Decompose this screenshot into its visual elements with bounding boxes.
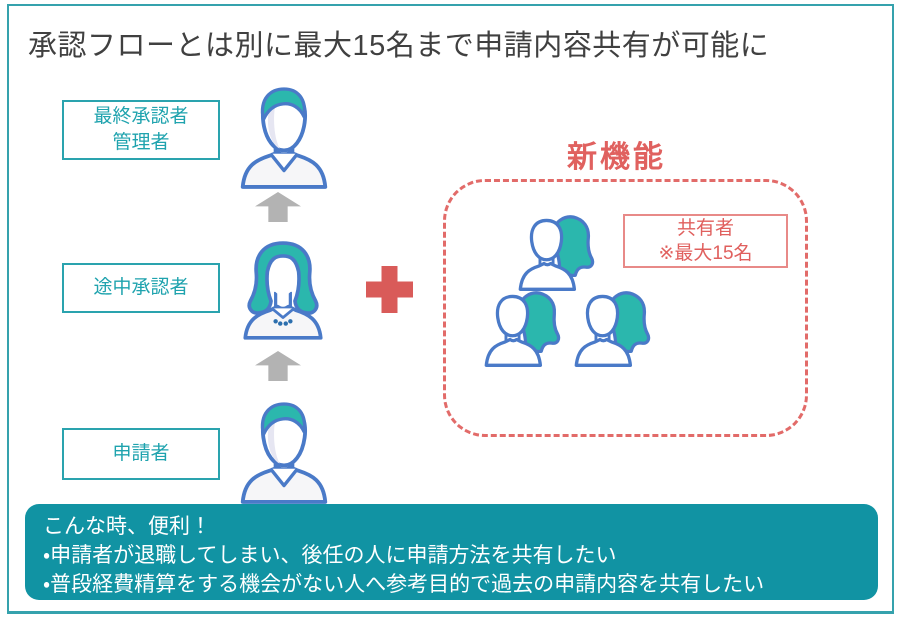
plus-icon [366,266,413,313]
people-pair-icon [484,291,561,367]
role-label: 申請者 [112,443,170,464]
benefit-heading: こんな時、便利！ [43,515,211,538]
role-box-applicant: 申請者 [62,428,220,480]
male-user-icon [240,87,328,189]
role-box-mid-approver: 途中承認者 [62,263,220,313]
benefit-banner: こんな時、便利！ ・申請者が退職してしまい、後任の人に申請方法を共有したい ・普… [25,504,878,600]
male-user-icon [240,402,328,504]
benefit-bullet: ・申請者が退職してしまい、後任の人に申請方法を共有したい [43,544,617,567]
up-arrow-icon [255,192,301,222]
benefit-bullet: ・普段経費精算をする機会がない人へ参考目的で過去の申請内容を共有したい [43,573,765,596]
page-title: 承認フローとは別に最大15名まで申請内容共有が可能に [28,30,770,62]
female-user-icon [243,241,323,340]
role-box-final-approver: 最終承認者 管理者 [62,100,220,160]
up-arrow-icon [255,351,301,381]
role-label: 途中承認者 [93,277,189,298]
new-feature-label: 新機能 [567,141,666,174]
role-label: 管理者 [112,132,170,153]
people-pair-icon [518,215,595,291]
people-pair-icon [574,291,651,367]
new-feature-area [443,179,808,437]
role-label: 最終承認者 [93,106,189,127]
shared-members-box: 共有者 ※最大15名 [623,214,788,268]
shared-members-label: 共有者 [676,218,734,239]
shared-members-limit: ※最大15名 [658,243,753,264]
